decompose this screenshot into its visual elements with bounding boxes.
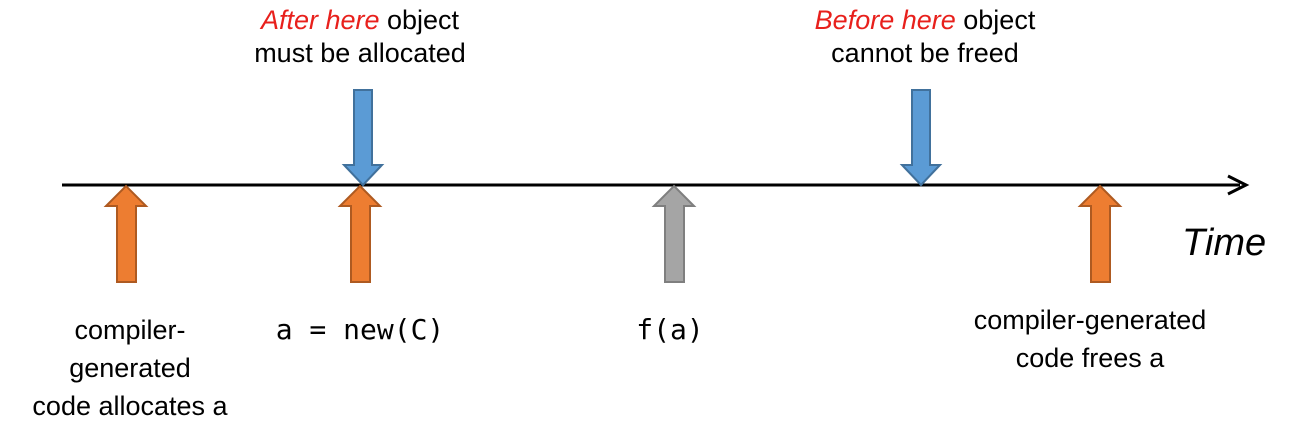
allocate-label-line3: code allocates a: [32, 391, 228, 421]
free-up-arrow: [1077, 184, 1123, 283]
before-here-down-arrow: [899, 89, 943, 187]
before-here-second-line: cannot be freed: [831, 38, 1019, 68]
new-event-code: a = new(C): [275, 313, 445, 346]
allocate-label-line1: compiler-: [74, 315, 186, 345]
after-here-second-line: must be allocated: [254, 38, 466, 68]
free-label-line1: compiler-generated: [973, 305, 1207, 335]
time-axis: [62, 174, 1250, 196]
allocate-up-arrow: [103, 184, 149, 283]
time-axis-arrowhead: [1227, 174, 1250, 196]
free-event-label: compiler-generated code frees a: [920, 301, 1260, 377]
allocate-event-label: compiler- generated code allocates a: [0, 311, 260, 425]
before-here-highlight: Before here: [814, 5, 956, 35]
free-label-line2: code frees a: [1015, 343, 1165, 373]
after-here-down-arrow: [341, 89, 385, 187]
before-here-callout: Before here object cannot be freed: [795, 4, 1055, 70]
call-event-code: f(a): [636, 313, 704, 346]
call-up-arrow: [651, 184, 697, 283]
after-here-callout: After here object must be allocated: [230, 4, 490, 70]
time-axis-label: Time: [1182, 222, 1267, 264]
after-here-object-text: object: [379, 5, 460, 35]
allocate-label-line2: generated: [69, 353, 191, 383]
before-here-object-text: object: [955, 5, 1036, 35]
new-up-arrow: [337, 184, 383, 283]
after-here-highlight: After here: [260, 5, 380, 35]
